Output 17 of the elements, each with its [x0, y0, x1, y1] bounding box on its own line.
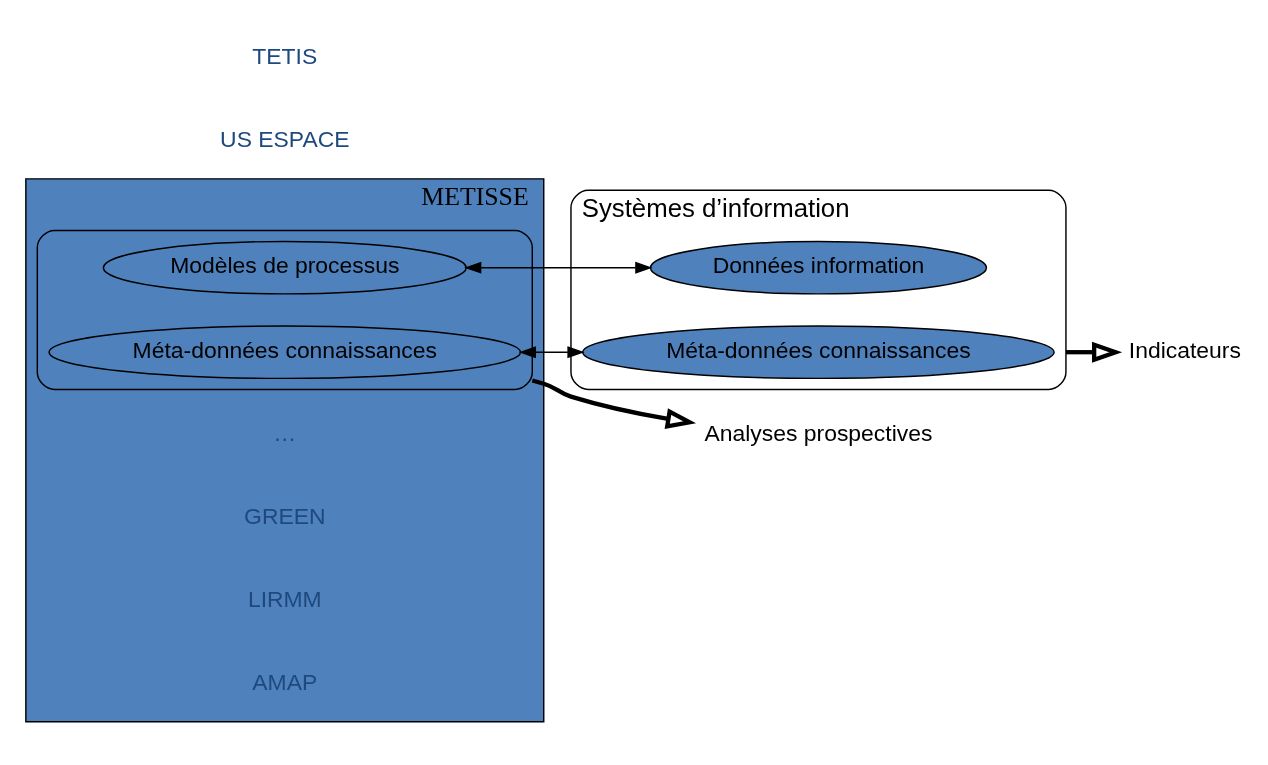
label: GREEN	[244, 502, 326, 529]
arrow	[531, 377, 697, 429]
cluster	[36, 229, 533, 390]
label: AMAP	[252, 668, 318, 695]
label: US ESPACE	[220, 125, 350, 152]
label: LIRMM	[247, 585, 322, 612]
node-ellipse: Données information	[649, 240, 988, 295]
arrow	[464, 261, 653, 274]
label: …	[273, 419, 297, 446]
node-ellipse: Modèles de processus	[102, 240, 467, 295]
node-ellipse: Méta-données connaissances	[582, 324, 1055, 379]
node-text: Analyses prospectives	[704, 419, 933, 446]
arrow	[1065, 341, 1123, 363]
label: TETIS	[252, 42, 318, 69]
node-text: Indicateurs	[1128, 336, 1241, 363]
arrow	[518, 345, 585, 358]
node-ellipse: Méta-données connaissances	[48, 324, 522, 379]
